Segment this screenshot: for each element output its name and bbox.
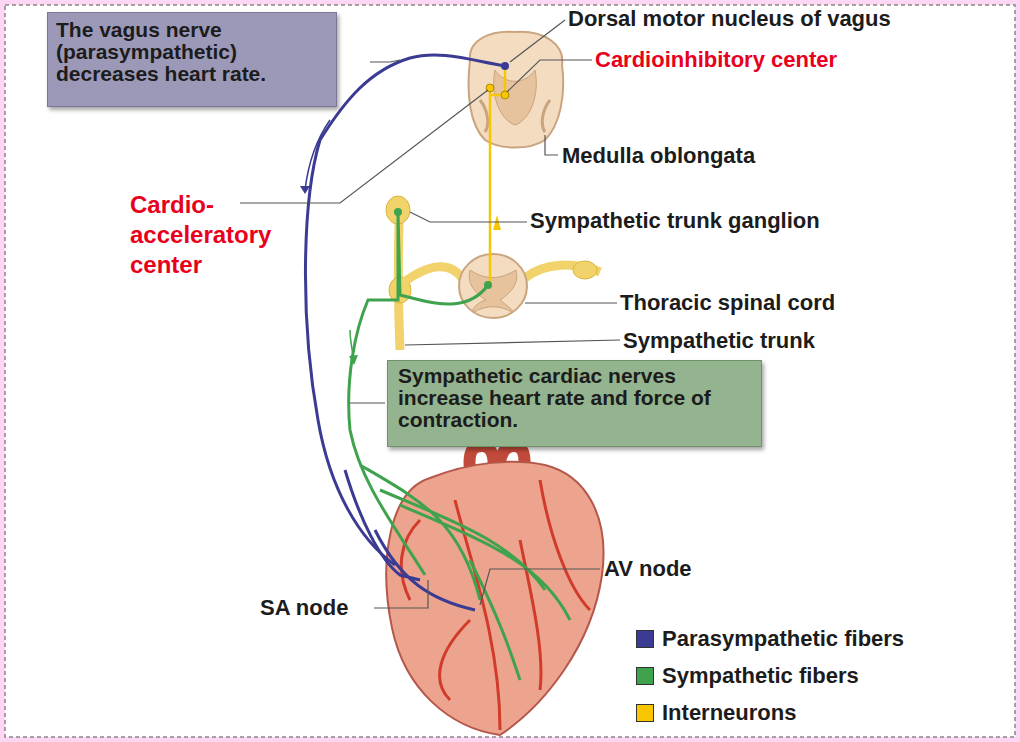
legend-swatch — [636, 630, 654, 648]
legend-text: Interneurons — [662, 700, 796, 726]
legend-entry: Parasympathetic fibers — [636, 626, 904, 652]
grey-matter — [469, 270, 517, 312]
medulla-nucleus — [494, 70, 537, 125]
part-label: Cardio- acceleratory center — [130, 190, 305, 280]
spinal-cord-section — [459, 254, 527, 318]
medulla-section — [469, 32, 564, 148]
leader-line — [370, 60, 400, 62]
legend-swatch — [636, 704, 654, 722]
part-label: Cardioinhibitory center — [595, 47, 995, 72]
part-label: Sympathetic trunk ganglion — [530, 208, 910, 233]
interneuron — [490, 68, 505, 282]
note-text: The vagus nerve (parasympathetic) decrea… — [56, 19, 328, 85]
direction-arrow — [300, 186, 310, 194]
frame — [5, 5, 1015, 737]
legend-entry: Interneurons — [636, 700, 796, 726]
part-label: Thoracic spinal cord — [620, 290, 920, 315]
legend-entry: Sympathetic fibers — [636, 663, 859, 689]
part-label: Medulla oblongata — [562, 143, 862, 168]
part-label: AV node — [604, 556, 804, 581]
neuron-body — [501, 91, 509, 99]
leader-line — [525, 302, 617, 303]
part-label: SA node — [260, 595, 380, 620]
part-label: Dorsal motor nucleus of vagus — [568, 6, 1008, 31]
sympathetic-branch — [360, 465, 570, 680]
callout-box: The vagus nerve (parasympathetic) decrea… — [47, 12, 337, 107]
leader-line — [507, 60, 592, 92]
vagus-nerve — [305, 55, 505, 565]
neuron-body — [501, 62, 509, 70]
direction-arrow — [350, 330, 354, 360]
leader-line — [480, 569, 600, 605]
legend-text: Parasympathetic fibers — [662, 626, 904, 652]
legend-text: Sympathetic fibers — [662, 663, 859, 689]
leader-line — [350, 402, 385, 403]
note-text: Sympathetic cardiac nerves increase hear… — [398, 365, 751, 431]
callout-box: Sympathetic cardiac nerves increase hear… — [387, 360, 762, 447]
leader-line — [545, 135, 558, 155]
leader-line — [405, 340, 620, 345]
leader-line — [410, 212, 527, 222]
leader-line — [374, 580, 428, 608]
direction-arrow — [305, 120, 330, 190]
legend-swatch — [636, 667, 654, 685]
neuron-body — [394, 208, 402, 216]
direction-arrow — [349, 355, 358, 365]
part-label: Sympathetic trunk — [623, 328, 923, 353]
neuron-body — [484, 281, 492, 289]
spinal-ganglion — [573, 261, 597, 279]
leader-line — [510, 20, 565, 62]
